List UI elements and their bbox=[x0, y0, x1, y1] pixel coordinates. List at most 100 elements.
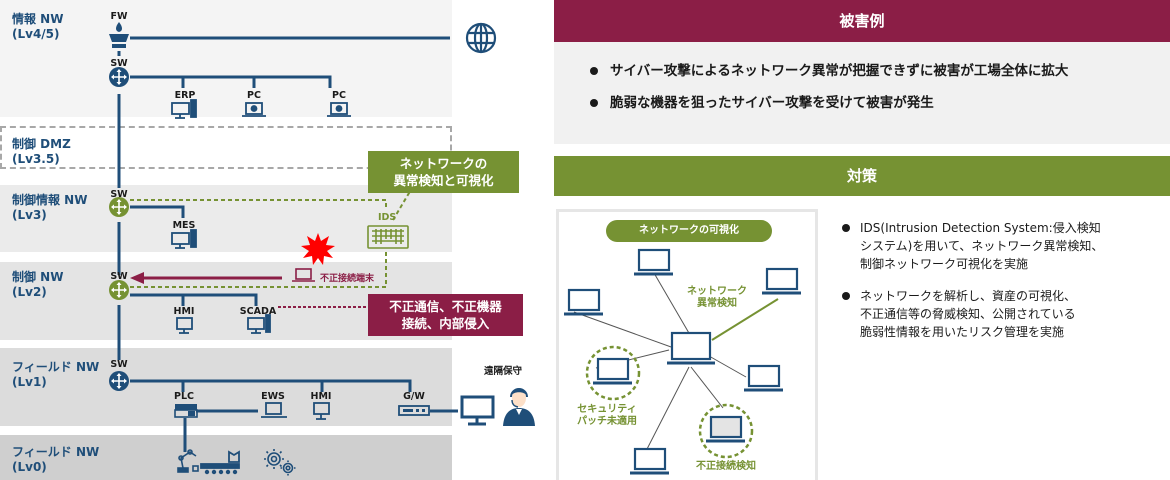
ids-label: IDS bbox=[378, 212, 397, 223]
measures-header: 対策 bbox=[554, 156, 1170, 196]
damage-item: 脆弱な機器を狙ったサイバー攻撃を受けて被害が発生 bbox=[588, 94, 1068, 112]
scada-server-icon bbox=[247, 314, 271, 334]
measure-line: 制御ネットワーク可視化を実施 bbox=[860, 257, 1029, 271]
measure-line: 脆弱性情報を用いたリスク管理を実施 bbox=[860, 325, 1065, 339]
band-info-nw: 情報 NW (Lv4/5) bbox=[0, 0, 452, 117]
sw-label-lv3: SW bbox=[110, 189, 128, 200]
ids-callout-line-2: 異常検知と可視化 bbox=[393, 173, 494, 188]
hmi-icon-lv1 bbox=[313, 402, 330, 420]
laptop-icon bbox=[762, 267, 801, 295]
pc-icon-2 bbox=[327, 102, 351, 117]
fw-label: FW bbox=[110, 11, 128, 22]
patch-note: セキュリティ パッチ未適用 bbox=[577, 404, 637, 428]
ids-callout-pointer bbox=[392, 187, 413, 221]
damage-body: サイバー攻撃によるネットワーク異常が把握できずに被害が工場全体に拡大 脆弱な機器… bbox=[554, 42, 1170, 144]
sw-lv45-bus bbox=[130, 75, 332, 88]
visualization-graph bbox=[564, 248, 801, 475]
pc-icon-1 bbox=[242, 102, 266, 117]
sw-lv3-mes-link bbox=[130, 205, 185, 218]
threat-callout: 不正通信、不正機器 接続、内部侵入 bbox=[368, 294, 523, 336]
band-name: 制御 DMZ bbox=[12, 137, 71, 151]
sw-label-lv45: SW bbox=[110, 58, 128, 69]
band-label-control-info-nw: 制御情報 NW (Lv3) bbox=[12, 193, 87, 223]
band-label-info-nw: 情報 NW (Lv4/5) bbox=[12, 12, 63, 42]
viz-link bbox=[708, 355, 747, 378]
band-field-nw-lv1: フィールド NW (Lv1) bbox=[0, 348, 452, 426]
gw-label: G/W bbox=[403, 391, 425, 402]
sw-lv2-bus bbox=[130, 293, 258, 306]
visualization-title: ネットワークの可視化 bbox=[606, 220, 772, 242]
ids-monitor-link-lv2 bbox=[130, 252, 387, 288]
pc-label-1: PC bbox=[247, 90, 261, 101]
switch-icon-lv2 bbox=[109, 280, 129, 300]
patch-note-line-1: セキュリティ bbox=[577, 404, 637, 415]
patch-highlight-circle bbox=[585, 345, 641, 401]
damage-item: サイバー攻撃によるネットワーク異常が把握できずに被害が工場全体に拡大 bbox=[588, 62, 1068, 80]
laptop-icon bbox=[744, 364, 783, 392]
band-level: (Lv3.5) bbox=[12, 152, 60, 166]
viz-link bbox=[645, 366, 690, 452]
band-label-field-nw-lv0: フィールド NW (Lv0) bbox=[12, 445, 99, 475]
conveyor-icon bbox=[200, 450, 240, 475]
viz-link bbox=[573, 311, 686, 353]
viz-link bbox=[690, 366, 724, 409]
band-label-control-dmz: 制御 DMZ (Lv3.5) bbox=[12, 137, 71, 167]
gateway-icon bbox=[398, 405, 430, 416]
sw-label-lv2: SW bbox=[110, 271, 128, 282]
switch-icon-lv3 bbox=[109, 197, 129, 217]
hmi-label-lv1: HMI bbox=[310, 391, 332, 402]
remote-maintenance-label: 遠隔保守 bbox=[484, 366, 523, 377]
robot-arm-icon bbox=[177, 449, 199, 473]
pc-label-2: PC bbox=[332, 90, 346, 101]
anomaly-note: ネットワーク 異常検知 bbox=[687, 286, 747, 310]
band-label-field-nw-lv1: フィールド NW (Lv1) bbox=[12, 360, 99, 390]
band-name: フィールド NW bbox=[12, 445, 100, 459]
switch-icon-lv45 bbox=[109, 67, 129, 87]
band-level: (Lv4/5) bbox=[12, 27, 60, 41]
laptop-icon bbox=[630, 447, 669, 475]
ids-callout-line-1: ネットワークの bbox=[399, 156, 488, 171]
laptop-icon-hub bbox=[667, 331, 715, 365]
patch-note-line-2: パッチ未適用 bbox=[577, 416, 637, 427]
measure-line: ネットワークを解析し、資産の可視化、 bbox=[860, 289, 1077, 303]
band-level: (Lv1) bbox=[12, 375, 47, 389]
ews-laptop-icon bbox=[261, 402, 287, 418]
hmi-icon-lv2 bbox=[176, 317, 193, 334]
damage-header: 被害例 bbox=[554, 0, 1170, 42]
ews-label: EWS bbox=[261, 391, 285, 402]
anomaly-note-line-2: 異常検知 bbox=[697, 298, 737, 309]
mes-server-icon bbox=[171, 229, 197, 249]
network-lines bbox=[109, 22, 535, 476]
band-name: 情報 NW bbox=[12, 12, 64, 26]
rogue-arrow-head bbox=[130, 272, 144, 284]
band-level: (Lv0) bbox=[12, 460, 47, 474]
measure-item: IDS(Intrusion Detection System:侵入検知 システム… bbox=[840, 219, 1160, 273]
band-level: (Lv2) bbox=[12, 285, 47, 299]
attack-burst-icon bbox=[301, 233, 335, 265]
sw-label-lv1: SW bbox=[110, 359, 128, 370]
remote-monitor-icon bbox=[460, 395, 495, 426]
hmi-label-lv2: HMI bbox=[173, 306, 195, 317]
network-visualization-panel: ネットワークの可視化 ネットワーク 異常検知 セキュリティ パッチ未適用 bbox=[556, 209, 818, 480]
measure-line: システム)を用いて、ネットワーク異常検知、 bbox=[860, 239, 1104, 253]
operator-headset-icon bbox=[503, 388, 535, 426]
laptop-icon-patch bbox=[593, 357, 632, 385]
threat-callout-line-1: 不正通信、不正機器 bbox=[389, 299, 502, 314]
firewall-icon bbox=[109, 22, 129, 48]
laptop-icon bbox=[564, 288, 603, 316]
internet-globe-icon bbox=[465, 22, 497, 54]
ids-monitor-link-lv3 bbox=[130, 199, 387, 210]
band-name: 制御 NW bbox=[12, 270, 64, 284]
plc-label: PLC bbox=[174, 391, 194, 402]
laptop-icon-rogue bbox=[706, 415, 745, 443]
measure-line: IDS(Intrusion Detection System:侵入検知 bbox=[860, 221, 1101, 235]
measures-list: IDS(Intrusion Detection System:侵入検知 システム… bbox=[840, 219, 1160, 355]
erp-server-icon bbox=[171, 99, 197, 119]
viz-link-anomaly bbox=[711, 298, 779, 341]
sw-lv1-bus bbox=[130, 379, 412, 392]
ids-device-icon bbox=[367, 225, 409, 249]
band-name: 制御情報 NW bbox=[12, 193, 88, 207]
viz-link bbox=[653, 272, 694, 341]
mes-label: MES bbox=[172, 220, 196, 231]
rogue-terminal-label: 不正接続端末 bbox=[320, 274, 375, 284]
